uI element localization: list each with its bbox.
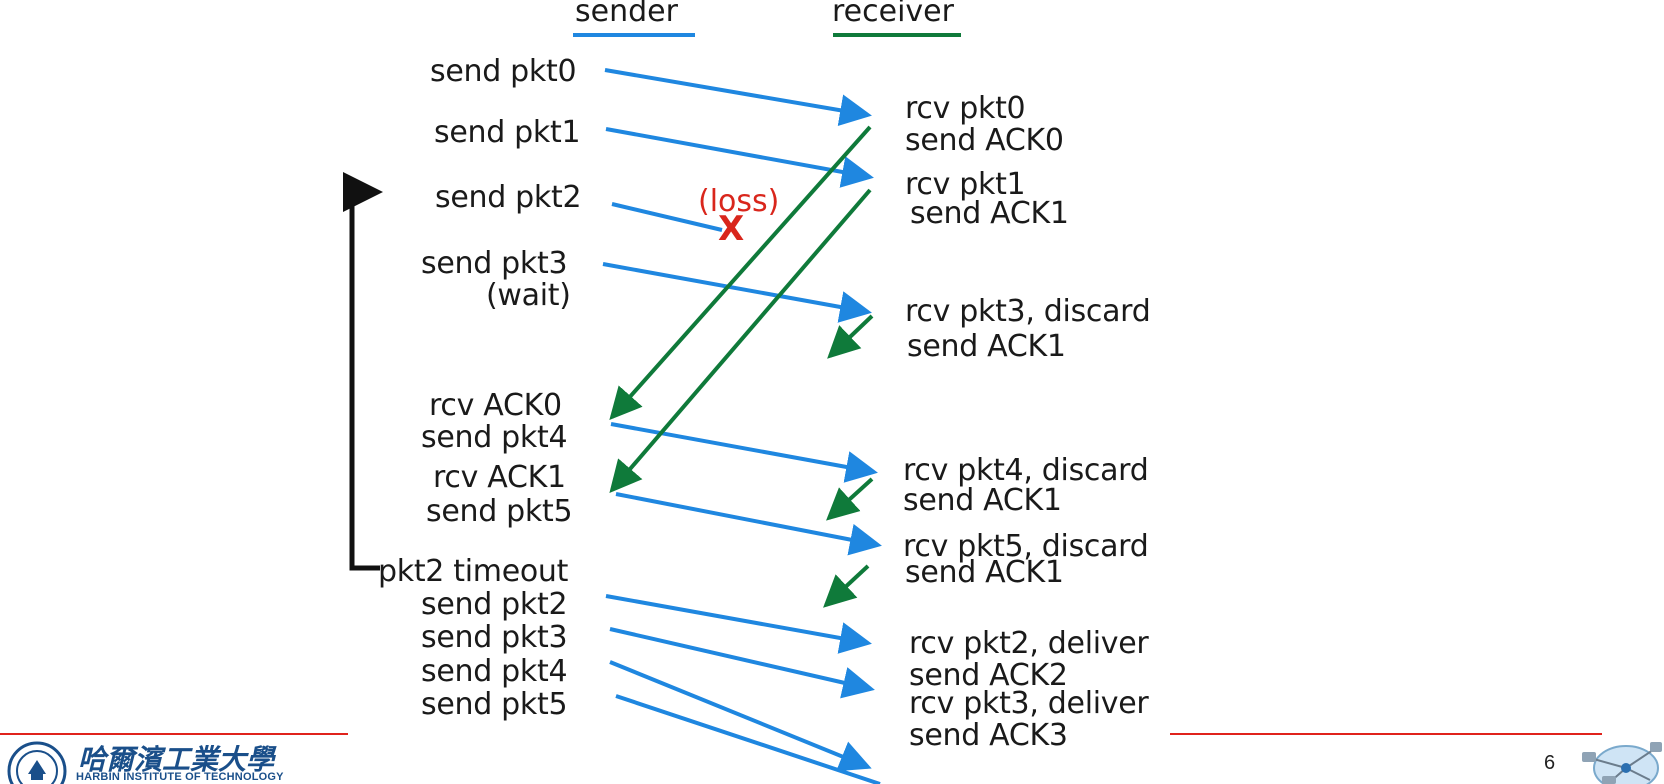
label-send-pkt2: send pkt2 [435,180,582,215]
sender-header: sender [575,0,678,29]
label-rcv-pkt4-discard: rcv pkt4, discard [903,453,1149,488]
footer-rule-left [0,733,348,735]
receiver-underline [833,33,961,37]
logo-chinese-name: 哈爾濱工業大學 [78,743,275,776]
arrow-pkt3 [602,262,872,323]
arrow-pkt5 [615,492,882,556]
loss-x-icon: X [718,209,745,249]
label-resend-pkt5: send pkt5 [421,687,568,722]
label-send-pkt5: send pkt5 [426,494,573,529]
footer-rule-right [1170,733,1602,735]
arrow-pkt0 [604,68,872,127]
arrow-resend-pkt4 [609,660,872,772]
arrow-resend-pkt5 [615,694,881,784]
arrow-pkt2-lost [611,202,723,232]
label-send-ack1-b: send ACK1 [907,329,1066,364]
label-pkt2-timeout: pkt2 timeout [378,554,569,589]
label-rcv-ack1: rcv ACK1 [433,460,566,495]
label-send-pkt1: send pkt1 [434,115,581,150]
receiver-header: receiver [832,0,954,29]
label-send-ack2: send ACK2 [909,658,1068,693]
label-send-ack1-d: send ACK1 [905,555,1064,590]
label-resend-pkt3: send pkt3 [421,620,568,655]
logo-english-name: HARBIN INSTITUTE OF TECHNOLOGY [76,771,284,783]
label-send-ack1-c: send ACK1 [903,483,1062,518]
arrow-resend-pkt3 [609,627,875,699]
label-send-ack1-a: send ACK1 [910,196,1069,231]
label-wait: (wait) [486,278,571,313]
sender-underline [573,33,695,37]
arrow-pkt4 [610,422,878,483]
arrow-resend-pkt2 [605,594,872,654]
arrow-ack1-c [826,477,874,521]
label-rcv-pkt0: rcv pkt0 [905,91,1026,126]
label-rcv-pkt2-deliver: rcv pkt2, deliver [909,626,1149,661]
label-rcv-pkt3-deliver: rcv pkt3, deliver [909,686,1149,721]
label-rcv-ack0: rcv ACK0 [429,388,562,423]
label-send-pkt3: send pkt3 [421,246,568,281]
label-rcv-pkt3-discard: rcv pkt3, discard [905,294,1151,329]
arrow-ack1-b [827,314,874,359]
label-rcv-pkt5-discard: rcv pkt5, discard [903,529,1149,564]
network-globe-icon [1582,742,1662,784]
university-seal-icon [7,741,67,784]
label-send-pkt4: send pkt4 [421,420,568,455]
label-resend-pkt4: send pkt4 [421,654,568,689]
label-send-ack3: send ACK3 [909,718,1068,753]
label-send-pkt0: send pkt0 [430,54,577,89]
label-rcv-pkt1: rcv pkt1 [905,167,1026,202]
label-resend-pkt2: send pkt2 [421,587,568,622]
arrow-ack1-d [823,564,870,608]
arrow-ack0 [609,125,872,420]
loss-label: (loss) [698,184,780,219]
arrow-pkt1 [605,127,874,188]
arrow-ack1-a [609,188,872,494]
page-number: 6 [1544,752,1556,774]
timeout-bracket [343,172,383,571]
label-send-ack0: send ACK0 [905,123,1064,158]
